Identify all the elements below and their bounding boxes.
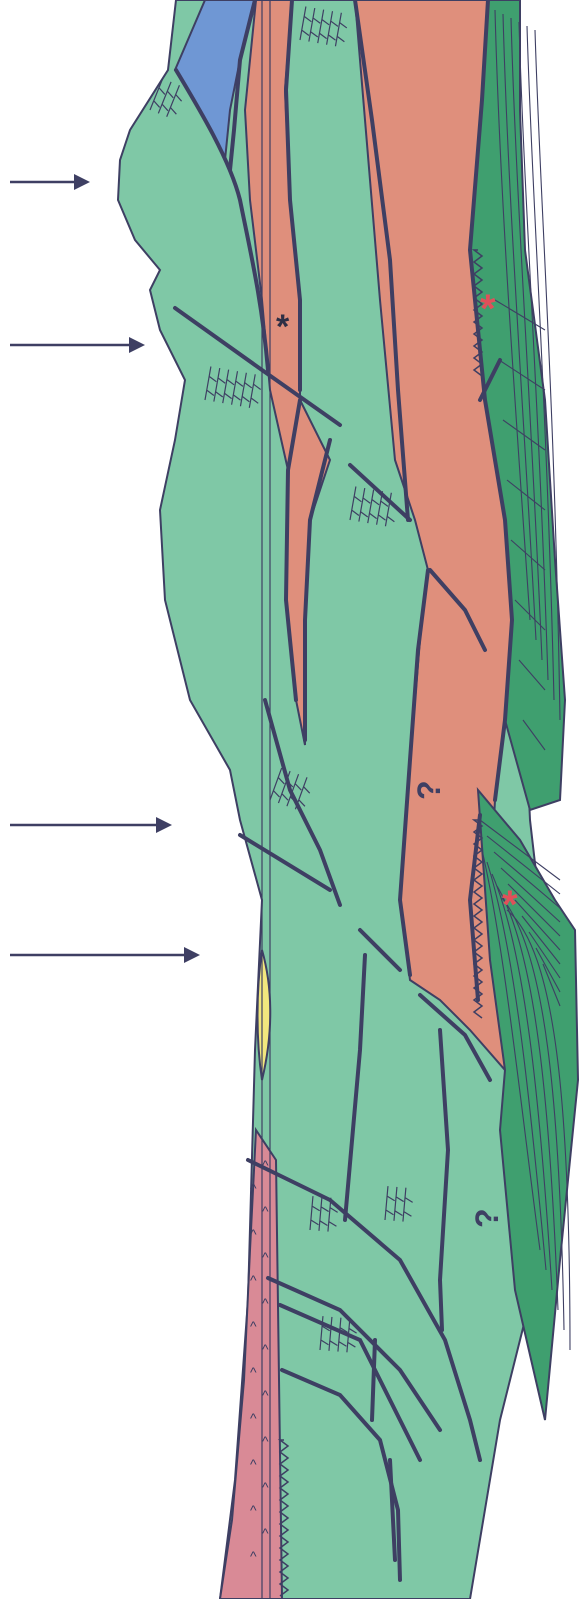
marker-star-black: *: [276, 308, 290, 346]
arrow: [10, 817, 172, 833]
arrow: [10, 337, 145, 353]
marker-question-upper: ?: [411, 780, 447, 800]
volcanic-caret-symbol: ^: [250, 1180, 257, 1196]
volcanic-caret-symbol: ^: [250, 1272, 257, 1288]
volcanic-caret-symbol: ^: [262, 1479, 269, 1495]
volcanic-caret-symbol: ^: [250, 1318, 257, 1334]
volcanic-caret-symbol: ^: [250, 1502, 257, 1518]
volcanic-caret-symbol: ^: [250, 1410, 257, 1426]
volcanic-caret-symbol: ^: [262, 1249, 269, 1265]
volcanic-caret-symbol: ^: [262, 1295, 269, 1311]
volcanic-caret-symbol: ^: [250, 1456, 257, 1472]
marker-star-red-lower: *: [502, 883, 518, 927]
volcanic-caret-symbol: ^: [262, 1203, 269, 1219]
arrow: [10, 947, 200, 963]
volcanic-caret-symbol: ^: [250, 1548, 257, 1564]
volcanic-caret-symbol: ^: [262, 1157, 269, 1173]
volcanic-caret-symbol: ^: [262, 1433, 269, 1449]
arrow: [10, 174, 90, 190]
marker-question-lower: ?: [469, 1208, 505, 1228]
volcanic-caret-symbol: ^: [250, 1226, 257, 1242]
volcanic-caret-symbol: ^: [262, 1341, 269, 1357]
volcanic-caret-symbol: ^: [262, 1387, 269, 1403]
volcanic-caret-symbol: ^: [262, 1525, 269, 1541]
marker-star-red-upper: *: [480, 287, 496, 331]
volcanic-caret-symbol: ^: [250, 1364, 257, 1380]
